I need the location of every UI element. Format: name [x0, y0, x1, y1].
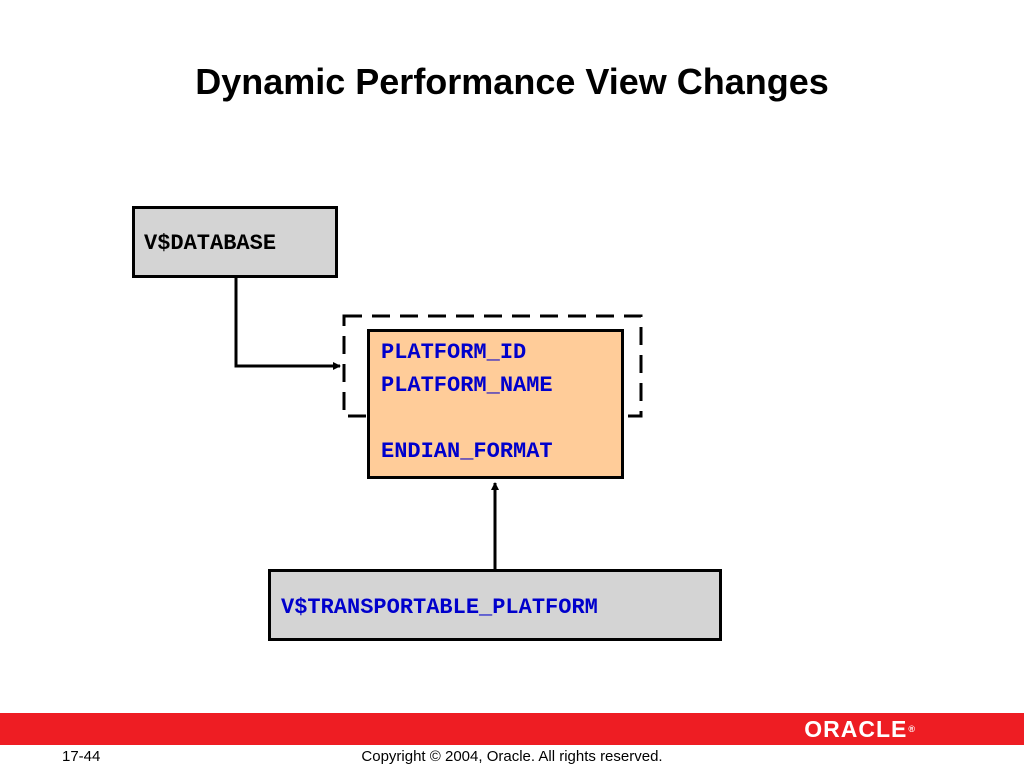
column-platform-name: PLATFORM_NAME — [381, 373, 553, 398]
vtransportable-platform-box: V$TRANSPORTABLE_PLATFORM — [268, 569, 722, 641]
oracle-logo: ORACLE® — [804, 716, 916, 742]
platform-columns-box: PLATFORM_ID PLATFORM_NAME ENDIAN_FORMAT — [367, 329, 624, 479]
vtransportable-platform-label: V$TRANSPORTABLE_PLATFORM — [281, 595, 598, 620]
vdatabase-label: V$DATABASE — [144, 231, 277, 256]
slide-title: Dynamic Performance View Changes — [195, 61, 829, 102]
footer-bar: ORACLE® — [0, 713, 1024, 745]
vdatabase-connector-arrow — [234, 278, 341, 370]
page-number: 17-44 — [62, 748, 101, 765]
column-platform-id: PLATFORM_ID — [381, 340, 527, 365]
vdatabase-box: V$DATABASE — [132, 206, 338, 278]
copyright-notice: Copyright © 2004, Oracle. All rights res… — [361, 748, 663, 765]
column-endian-format: ENDIAN_FORMAT — [381, 439, 553, 464]
